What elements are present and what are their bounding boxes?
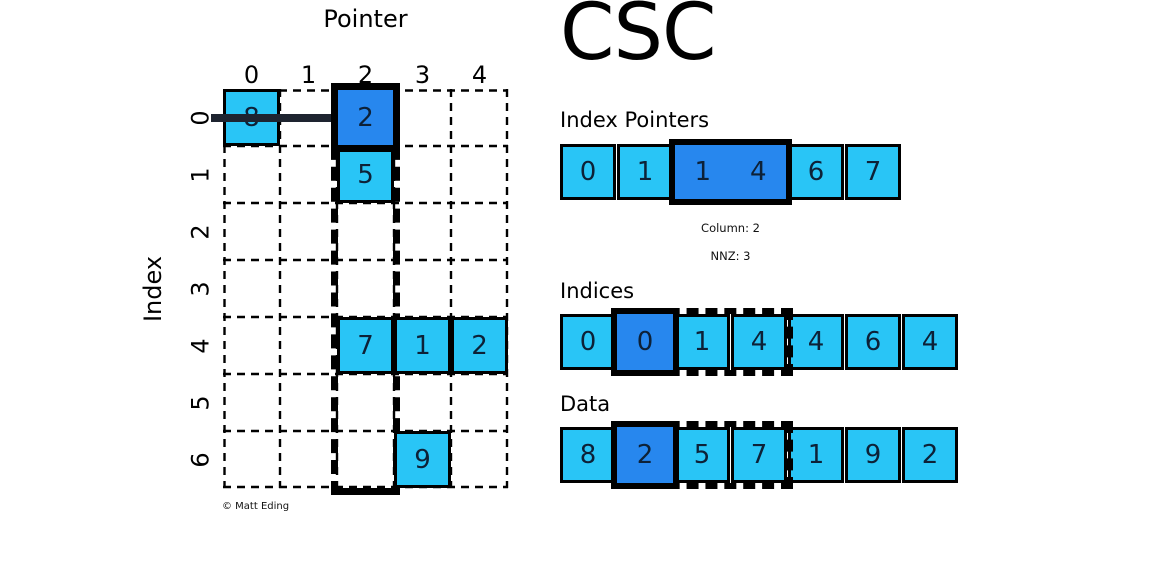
row-label-5: 5 [187, 394, 215, 411]
indices-cell-3: 4 [731, 314, 787, 370]
matrix-cell-r4c4: 2 [451, 317, 508, 374]
page-title: CSC [560, 0, 716, 78]
data-cell-6: 2 [902, 427, 958, 483]
data-array: 8 5 7 1 9 2 2 [560, 421, 958, 489]
col-header-0: 0 [243, 61, 260, 89]
ip-cell-2: 1 [694, 157, 712, 187]
ip-cell-4: 6 [788, 144, 844, 200]
matrix-cell-r0c2-active: 2 [331, 83, 400, 152]
row-pointer-line [211, 114, 331, 122]
matrix-cell-r4c3: 1 [394, 317, 451, 374]
col-header-4: 4 [471, 61, 488, 89]
col-header-3: 3 [414, 61, 431, 89]
column-2-highlight-outline [331, 83, 400, 495]
ip-cell-3: 4 [749, 157, 767, 187]
indices-cell-1-active: 0 [611, 308, 679, 376]
data-cell-0: 8 [560, 427, 616, 483]
data-label: Data [560, 392, 611, 416]
matrix-cell-r6c3: 9 [394, 431, 451, 488]
indices-cell-5: 6 [845, 314, 901, 370]
ip-cell-0: 0 [560, 144, 616, 200]
data-cell-4: 1 [788, 427, 844, 483]
row-label-3: 3 [187, 280, 215, 297]
col-header-1: 1 [300, 61, 317, 89]
data-cell-5: 9 [845, 427, 901, 483]
ip-highlighted-slice: 1 4 [669, 139, 792, 205]
matrix-cell-r1c2: 5 [337, 146, 394, 203]
ip-cell-1: 1 [617, 144, 673, 200]
data-cell-3: 7 [731, 427, 787, 483]
credit-text: © Matt Eding [222, 501, 290, 512]
data-cell-1-active: 2 [611, 421, 679, 489]
matrix-grid: 0 1 2 3 4 0 1 2 3 4 5 6 8 5 7 1 2 9 2 [187, 63, 509, 495]
row-label-1: 1 [187, 166, 215, 183]
status-nnz: NNZ: 3 [710, 249, 751, 263]
index-pointers-array: 0 1 6 7 1 4 [560, 139, 901, 205]
indices-array: 0 1 4 4 6 4 0 [560, 308, 958, 376]
matrix-cell-r4c2: 7 [337, 317, 394, 374]
indices-cell-0: 0 [560, 314, 616, 370]
row-label-6: 6 [187, 451, 215, 468]
pointer-axis-label: Pointer [323, 5, 408, 33]
indices-cell-4: 4 [788, 314, 844, 370]
col-header-2: 2 [357, 61, 374, 89]
indices-cell-6: 4 [902, 314, 958, 370]
status-column: Column: 2 [701, 221, 760, 235]
indices-label: Indices [560, 279, 635, 303]
index-pointers-label: Index Pointers [560, 108, 710, 132]
ip-cell-5: 7 [845, 144, 901, 200]
index-axis-label: Index [139, 255, 168, 323]
row-label-2: 2 [187, 223, 215, 240]
row-label-4: 4 [187, 337, 215, 354]
